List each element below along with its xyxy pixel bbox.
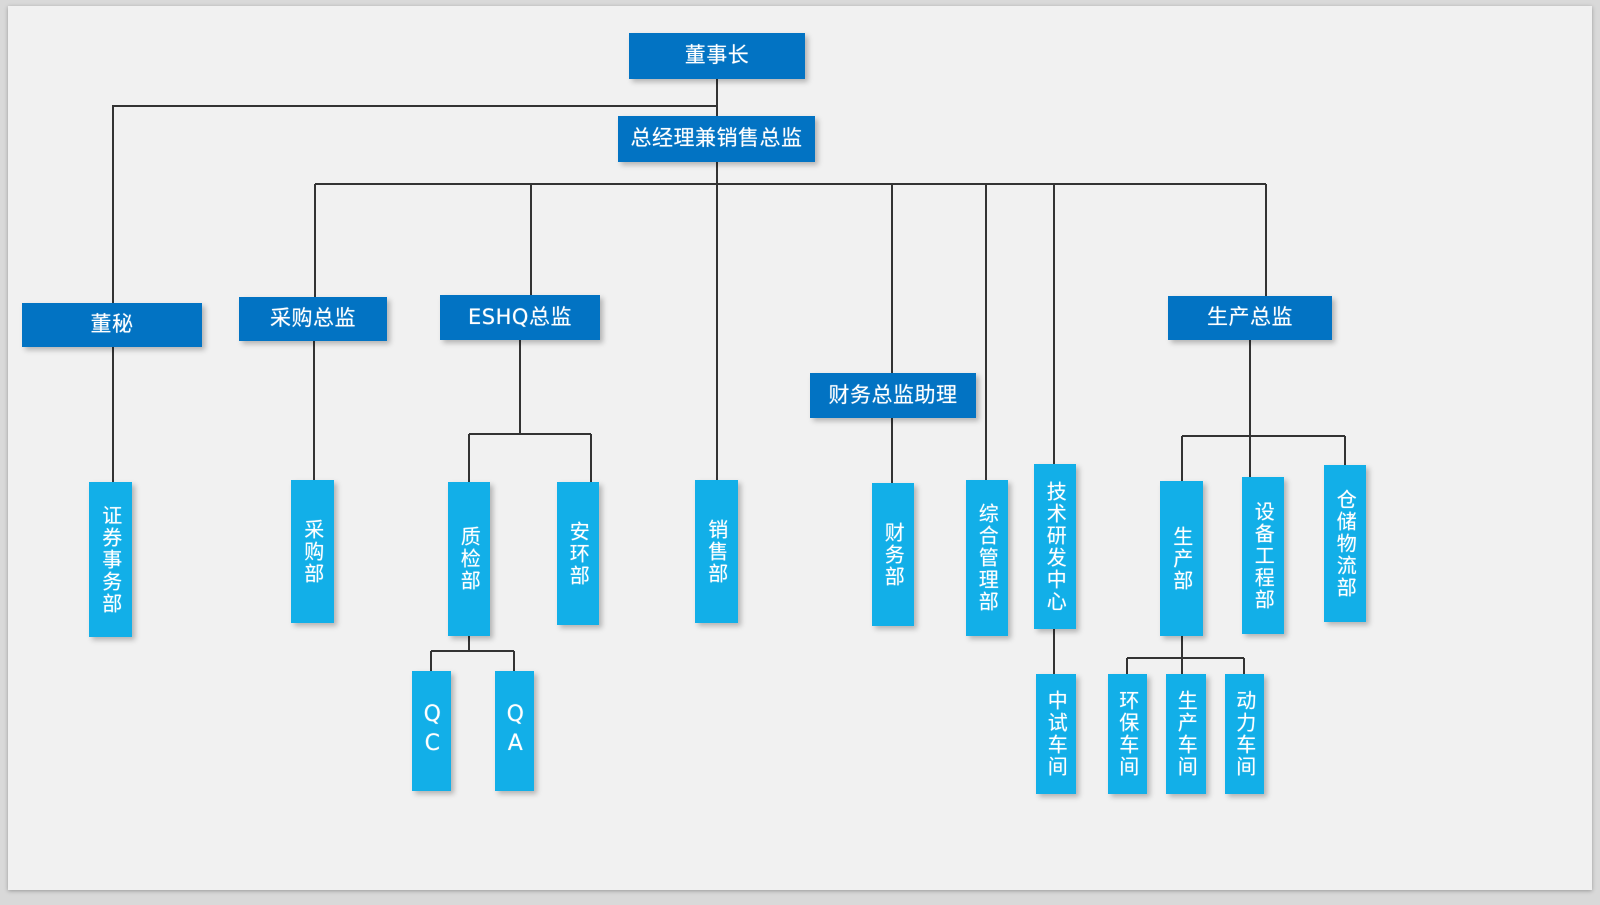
- org-node-purch-dept[interactable]: 采购部: [291, 480, 334, 623]
- org-node-label: 生产车间: [1174, 690, 1199, 778]
- org-node-power-shop[interactable]: 动力车间: [1225, 674, 1264, 794]
- org-node-label: 销售部: [704, 518, 729, 585]
- org-node-finance-dept[interactable]: 财务部: [872, 483, 914, 626]
- org-node-label: 采购总监: [270, 306, 356, 331]
- org-node-label: 财务部: [881, 521, 906, 588]
- org-node-gm[interactable]: 总经理兼销售总监: [618, 116, 815, 162]
- org-node-equip-eng[interactable]: 设备工程部: [1242, 477, 1284, 634]
- org-node-sec-affairs[interactable]: 证券事务部: [89, 482, 132, 637]
- org-node-env-shop[interactable]: 环保车间: [1108, 674, 1147, 794]
- org-node-label: QA: [502, 702, 528, 760]
- org-node-label: 综合管理部: [975, 503, 1000, 613]
- org-node-qc-dept[interactable]: 质检部: [448, 482, 490, 636]
- org-node-label: 安环部: [566, 520, 591, 587]
- org-node-eshq-dir[interactable]: ESHQ总监: [440, 295, 600, 340]
- org-node-label: 技术研发中心: [1043, 480, 1068, 613]
- org-node-warehouse[interactable]: 仓储物流部: [1324, 465, 1366, 622]
- org-node-label: 环保车间: [1115, 690, 1140, 778]
- org-node-prod-shop[interactable]: 生产车间: [1166, 674, 1206, 794]
- org-node-label: 财务总监助理: [828, 382, 958, 407]
- org-node-label: 生产部: [1169, 525, 1194, 592]
- org-node-label: 董事长: [684, 43, 750, 68]
- org-node-purch-dir[interactable]: 采购总监: [239, 297, 387, 341]
- org-chart-canvas[interactable]: 董事长总经理兼销售总监董秘 采购总监 ESHQ总监财务总监助理 生产总监证券事务部 采购…: [8, 6, 1592, 890]
- org-node-fin-dir-asst[interactable]: 财务总监助理: [810, 373, 976, 418]
- org-node-label: QC: [419, 702, 445, 760]
- org-node-label: ESHQ总监: [468, 304, 572, 329]
- org-node-label: 总经理兼销售总监: [630, 126, 803, 151]
- org-node-safety-dept[interactable]: 安环部: [557, 482, 599, 625]
- org-node-label: 生产总监: [1207, 305, 1293, 330]
- org-node-label: 中试车间: [1044, 690, 1069, 778]
- org-node-rnd-center[interactable]: 技术研发中心: [1034, 464, 1076, 629]
- org-node-qc-team[interactable]: QC: [412, 671, 451, 791]
- org-node-pilot-shop[interactable]: 中试车间: [1036, 674, 1076, 794]
- org-node-label: 仓储物流部: [1333, 488, 1358, 599]
- org-node-sales-dept[interactable]: 销售部: [695, 480, 738, 623]
- org-node-label: 董秘: [90, 312, 134, 337]
- org-node-board-sec[interactable]: 董秘: [22, 303, 202, 347]
- org-node-label: 设备工程部: [1251, 500, 1276, 611]
- org-node-label: 动力车间: [1232, 690, 1257, 778]
- org-node-prod-dept[interactable]: 生产部: [1160, 481, 1203, 636]
- org-node-label: 证券事务部: [98, 504, 123, 615]
- org-node-label: 采购部: [300, 518, 325, 585]
- org-node-qa-team[interactable]: QA: [495, 671, 534, 791]
- org-node-admin-dept[interactable]: 综合管理部: [966, 480, 1008, 636]
- org-node-chairman[interactable]: 董事长: [629, 33, 805, 79]
- org-node-label: 质检部: [457, 526, 482, 592]
- org-node-prod-dir[interactable]: 生产总监: [1168, 296, 1332, 340]
